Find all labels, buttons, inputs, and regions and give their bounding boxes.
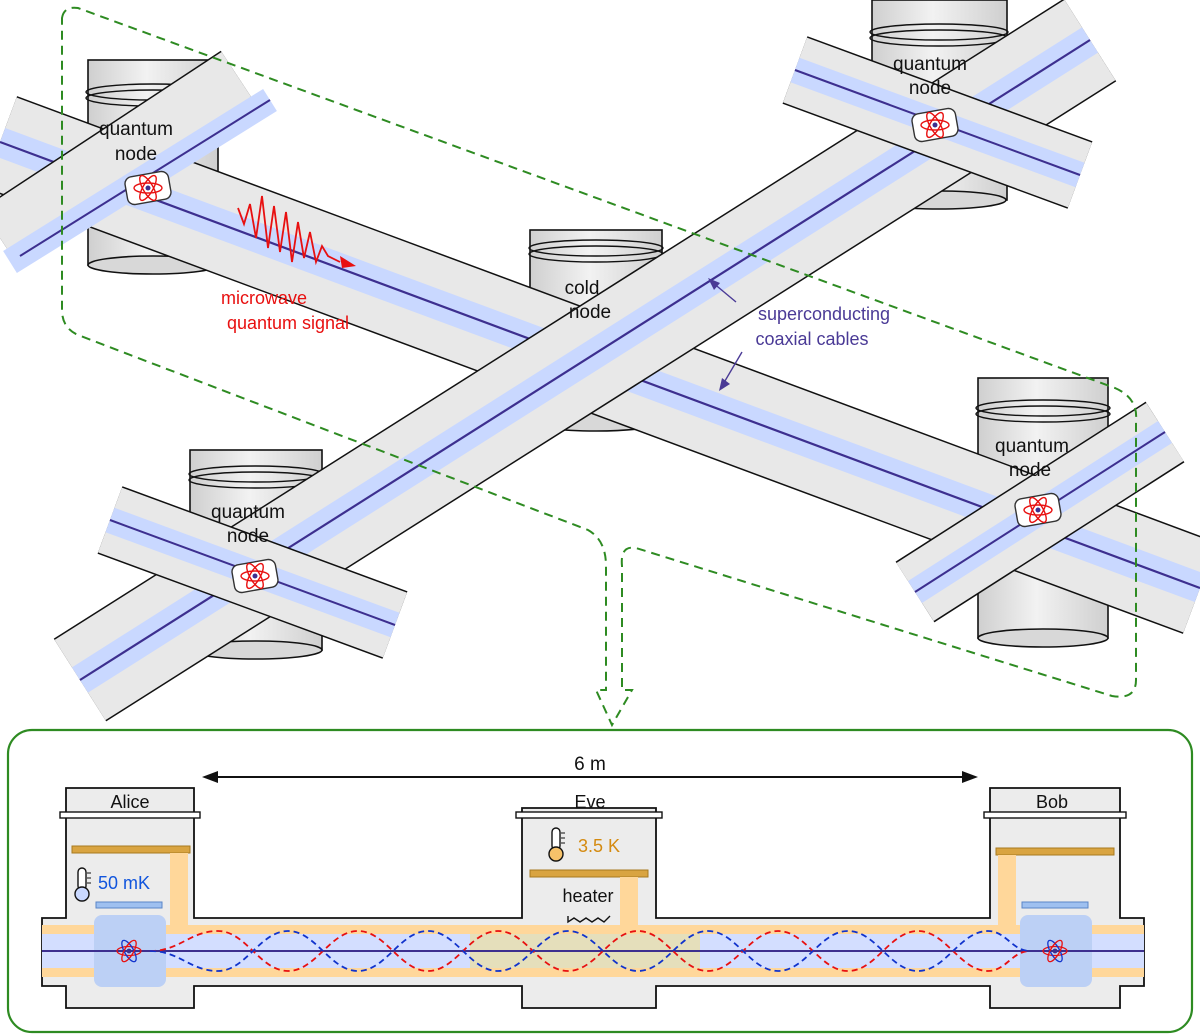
qubit-chip-bottom-left [231,558,279,594]
node-label-right-1: quantum [995,436,1069,457]
qubit-chip-right [1014,492,1062,528]
node-label-top-right-2: node [909,78,951,99]
alice-rim [59,811,201,819]
alice-blue-plate [95,901,163,909]
qubit-chip-top-left [124,170,172,206]
bob-atom-icon [1042,939,1068,963]
cables-label-1: superconducting [758,304,890,324]
node-label-bottom-left-2: node [227,526,269,547]
node-label-center-1: cold [565,278,600,299]
qubit-chip-top-right [911,107,959,143]
eve-rim [515,811,663,819]
alice-thermal-link [170,853,188,925]
node-label-top-left-2: node [115,144,157,165]
network-illustration: quantum node quantum node cold node quan… [0,0,1200,728]
heater-icon [567,915,611,924]
node-label-bottom-left-1: quantum [211,502,285,523]
cable-annotation-arrows [708,278,743,391]
standing-wave-red [149,930,1031,972]
bob-plate [995,847,1115,856]
bob-rim [983,811,1127,819]
bob-blue-plate [1021,901,1089,909]
standing-wave-blue [149,930,1031,972]
microwave-signal-wave [237,195,356,268]
alice-label: Alice [110,792,149,812]
eve-temperature: 3.5 K [578,836,620,856]
alice-thermometer-icon [74,867,91,902]
node-label-center-2: node [569,302,611,323]
eve-thermometer-icon [548,827,565,862]
dashed-network-outline [61,6,1138,728]
alice-temperature: 50 mK [98,873,150,893]
signal-label-1: microwave [221,288,307,308]
node-label-top-right-1: quantum [893,54,967,75]
cables-label-2: coaxial cables [755,329,868,349]
inset-schematic: 6 m [6,728,1194,1034]
alice-plate [71,845,191,854]
bob-thermal-link [998,855,1016,925]
signal-label-2: quantum signal [227,313,349,333]
node-label-top-left-1: quantum [99,119,173,140]
eve-label: Eve [574,792,605,812]
distance-label: 6 m [574,754,606,775]
node-label-right-2: node [1009,460,1051,481]
heater-label: heater [562,886,613,906]
alice-atom-icon [116,939,142,963]
distance-arrow [202,771,978,783]
eve-thermal-link [620,877,638,925]
bob-label: Bob [1036,792,1068,812]
eve-plate [529,869,649,878]
